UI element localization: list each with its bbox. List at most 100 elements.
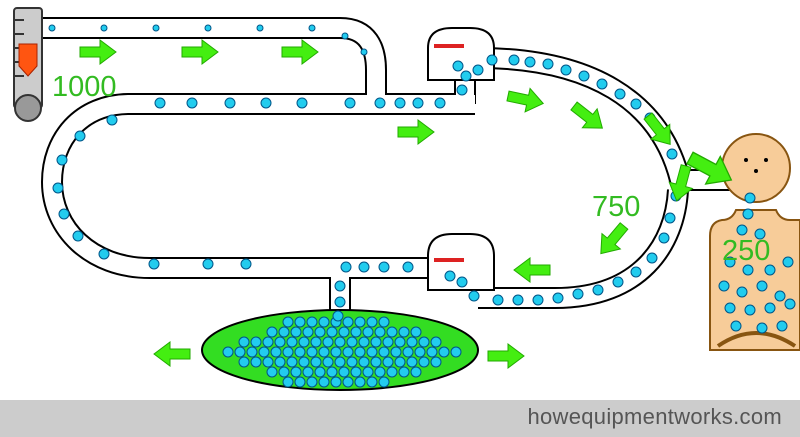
particle (542, 58, 554, 70)
particle (148, 258, 160, 270)
particle (414, 346, 426, 358)
particle (318, 346, 330, 358)
particle (736, 224, 748, 236)
particle (532, 294, 544, 306)
particle (578, 70, 590, 82)
particle (290, 366, 302, 378)
particle (756, 280, 768, 292)
particle (52, 182, 64, 194)
flow-meter-icon (13, 7, 43, 122)
particle (382, 356, 394, 368)
arrow-right-icon (591, 217, 634, 262)
particle (724, 256, 736, 268)
particle (262, 356, 274, 368)
particle (360, 48, 368, 56)
particle (354, 376, 366, 388)
particle (342, 376, 354, 388)
particle (314, 326, 326, 338)
arrow-right-icon (487, 343, 525, 369)
particle (332, 310, 344, 322)
particle (456, 84, 468, 96)
particle (342, 316, 354, 328)
particle (664, 212, 676, 224)
particle (374, 97, 386, 109)
particle (294, 376, 306, 388)
arrow-right-icon (513, 257, 551, 283)
particle (754, 228, 766, 240)
site-url: howequipmentworks.com (527, 404, 782, 429)
particle (222, 346, 234, 358)
particle (306, 376, 318, 388)
particle (366, 376, 378, 388)
particle (410, 326, 422, 338)
particle (630, 98, 642, 110)
arrow-right-icon (79, 39, 117, 65)
particle (358, 261, 370, 273)
particle (456, 276, 468, 288)
particle (630, 266, 642, 278)
particle (784, 298, 796, 310)
particle (74, 130, 86, 142)
particle (270, 346, 282, 358)
particle (390, 346, 402, 358)
person-icon (709, 133, 800, 351)
particle (238, 356, 250, 368)
particle (258, 346, 270, 358)
particle (512, 294, 524, 306)
particle (398, 366, 410, 378)
particle (782, 256, 794, 268)
particle (344, 97, 356, 109)
particle (418, 336, 430, 348)
supply-amount-label: 1000 (52, 71, 117, 103)
particle (334, 296, 346, 308)
particle (468, 290, 480, 302)
particle (394, 97, 406, 109)
particle (402, 346, 414, 358)
particle (406, 336, 418, 348)
arrow-right-icon (281, 39, 319, 65)
particle (330, 376, 342, 388)
particle (274, 356, 286, 368)
particle (472, 64, 484, 76)
particle (596, 78, 608, 90)
particle (152, 24, 160, 32)
valve-icon (427, 27, 495, 81)
particle (354, 346, 366, 358)
particle (398, 326, 410, 338)
particle (318, 376, 330, 388)
particle (278, 366, 290, 378)
particle (430, 356, 442, 368)
particle (262, 336, 274, 348)
arrow-right-icon (566, 96, 611, 139)
particle (334, 280, 346, 292)
particle (560, 64, 572, 76)
particle (266, 366, 278, 378)
particle (572, 288, 584, 300)
particle (310, 336, 322, 348)
particle (56, 154, 68, 166)
particle (444, 270, 456, 282)
particle (224, 97, 236, 109)
particle (308, 24, 316, 32)
particle (724, 302, 736, 314)
particle (58, 208, 70, 220)
particle (406, 356, 418, 368)
particle (382, 336, 394, 348)
particle (378, 346, 390, 358)
particle (718, 280, 730, 292)
particle (418, 356, 430, 368)
particle (346, 356, 358, 368)
particle (764, 264, 776, 276)
particle (402, 261, 414, 273)
particle (350, 366, 362, 378)
particle (266, 326, 278, 338)
particle (552, 292, 564, 304)
particle (438, 346, 450, 358)
particle (48, 24, 56, 32)
particle (334, 356, 346, 368)
particle (730, 320, 742, 332)
particle (260, 97, 272, 109)
particle (430, 336, 442, 348)
particle (394, 336, 406, 348)
